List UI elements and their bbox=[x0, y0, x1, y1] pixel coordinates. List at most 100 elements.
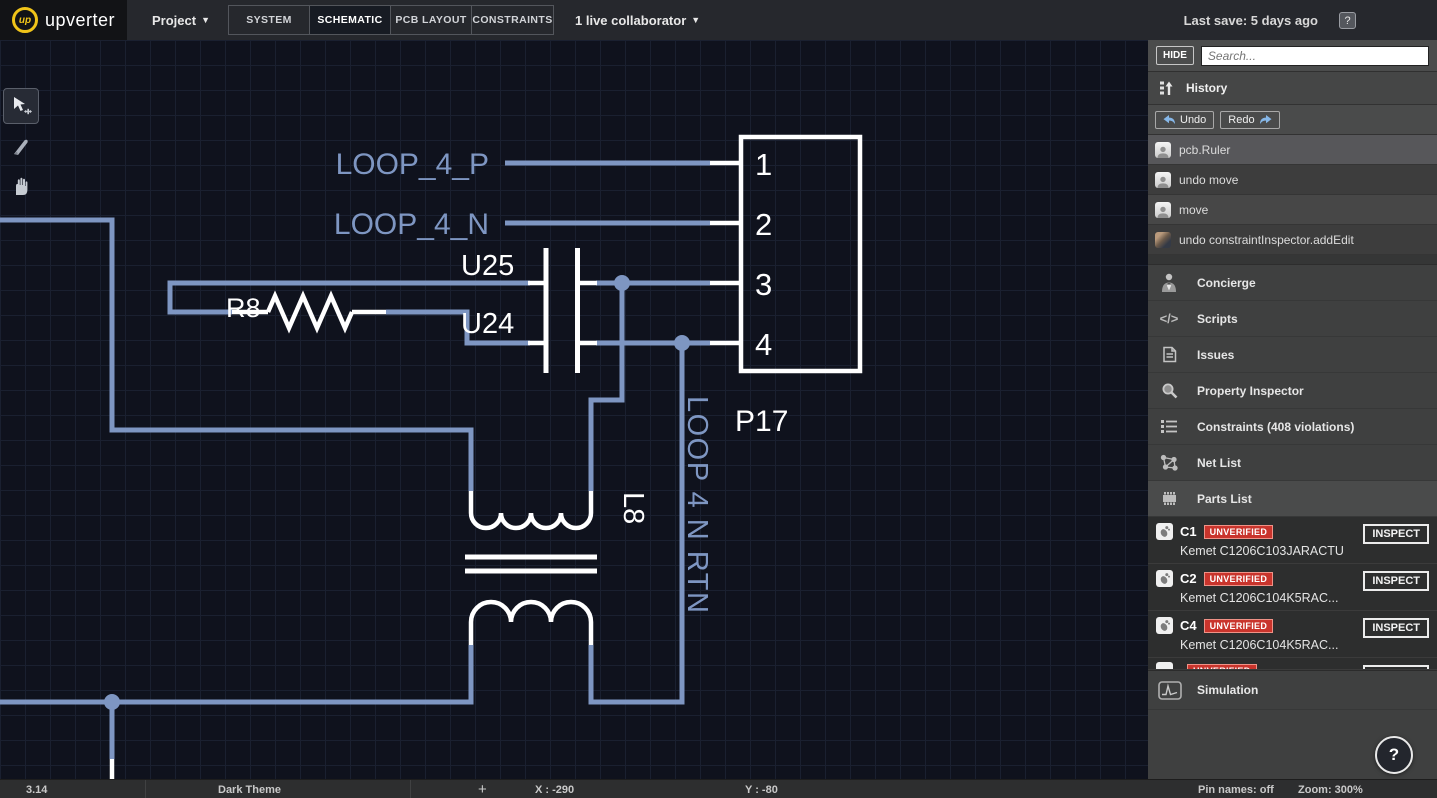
part-row-c2[interactable]: C2 UNVERIFIED INSPECT Kemet C1206C104K5R… bbox=[1148, 564, 1437, 611]
help-button[interactable]: ? bbox=[1339, 12, 1356, 29]
sidebar-item-label: Simulation bbox=[1197, 683, 1259, 697]
part-row-c4[interactable]: C4 UNVERIFIED INSPECT Kemet C1206C104K5R… bbox=[1148, 611, 1437, 658]
right-sidebar: HIDE History Undo Redo bbox=[1148, 40, 1437, 779]
select-move-tool[interactable] bbox=[3, 88, 39, 124]
sidebar-item-scripts[interactable]: </> Scripts bbox=[1148, 301, 1437, 337]
project-menu[interactable]: Project ▼ bbox=[152, 12, 210, 28]
sidebar-item-label: Property Inspector bbox=[1197, 383, 1304, 398]
tab-pcb-layout[interactable]: PCB LAYOUT bbox=[391, 6, 472, 34]
pin-number-2: 2 bbox=[755, 207, 772, 242]
knife-tool[interactable] bbox=[3, 128, 39, 164]
sidebar-item-issues[interactable]: Issues bbox=[1148, 337, 1437, 373]
concierge-icon bbox=[1158, 273, 1180, 293]
refdes-p17[interactable]: P17 bbox=[735, 405, 788, 438]
zoom-level-status: Zoom: 300% bbox=[1298, 783, 1363, 796]
undo-redo-row: Undo Redo bbox=[1148, 105, 1437, 135]
cursor-x-coordinate: X : -290 bbox=[535, 783, 575, 796]
inspect-button[interactable]: INSPECT bbox=[1363, 618, 1429, 638]
section-divider bbox=[1148, 255, 1437, 265]
part-name: Kemet C1206C103JARACTU bbox=[1180, 544, 1344, 558]
document-icon bbox=[1158, 346, 1180, 363]
resistor-r8-symbol[interactable] bbox=[232, 290, 386, 334]
user-photo-avatar bbox=[1155, 231, 1171, 248]
refdes-u25[interactable]: U25 bbox=[461, 250, 514, 282]
redo-button[interactable]: Redo bbox=[1220, 110, 1280, 129]
inspect-button[interactable]: INSPECT bbox=[1363, 524, 1429, 544]
redo-arrow-icon bbox=[1259, 114, 1272, 124]
live-collaborators-menu[interactable]: 1 live collaborator ▼ bbox=[575, 12, 701, 28]
crosshair-icon: + bbox=[478, 781, 487, 798]
upverter-logo-icon: up bbox=[12, 7, 38, 33]
history-section-header[interactable]: History bbox=[1148, 72, 1437, 105]
net-label-loop-4-n-rtn[interactable]: LOOP 4 N RTN bbox=[681, 396, 713, 614]
refdes-l8[interactable]: L8 bbox=[617, 492, 649, 524]
status-bar: 3.14 Dark Theme + X : -290 Y : -80 Pin n… bbox=[0, 779, 1437, 798]
sidebar-item-label: Concierge bbox=[1197, 275, 1256, 290]
editor-tabs: SYSTEM SCHEMATIC PCB LAYOUT CONSTRAINTS bbox=[228, 5, 554, 35]
undo-button[interactable]: Undo bbox=[1155, 110, 1215, 129]
pin-number-4: 4 bbox=[755, 327, 772, 362]
unverified-badge: UNVERIFIED bbox=[1203, 524, 1274, 539]
transformer-l8-symbol[interactable] bbox=[465, 491, 597, 645]
top-bar: up upverter Project ▼ SYSTEM SCHEMATIC P… bbox=[0, 0, 1437, 40]
hand-icon bbox=[16, 177, 28, 195]
hide-sidebar-button[interactable]: HIDE bbox=[1156, 46, 1194, 65]
upverter-logo[interactable]: up upverter bbox=[0, 0, 127, 40]
part-row-clipped[interactable]: UNVERIFIED INSPECT bbox=[1148, 658, 1437, 670]
last-save-status: Last save: 5 days ago bbox=[1183, 12, 1318, 28]
tab-system[interactable]: SYSTEM bbox=[229, 6, 310, 34]
sidebar-item-constraints[interactable]: Constraints (408 violations) bbox=[1148, 409, 1437, 445]
part-row-c1[interactable]: C1 UNVERIFIED INSPECT Kemet C1206C103JAR… bbox=[1148, 517, 1437, 564]
user-avatar-icon bbox=[1155, 201, 1171, 218]
sidebar-item-label: Parts List bbox=[1197, 491, 1252, 506]
sidebar-item-concierge[interactable]: Concierge bbox=[1148, 265, 1437, 301]
code-icon: </> bbox=[1159, 311, 1179, 326]
sidebar-item-parts-list[interactable]: Parts List bbox=[1148, 481, 1437, 517]
search-input[interactable] bbox=[1200, 45, 1429, 66]
floating-help-button[interactable]: ? bbox=[1375, 736, 1413, 774]
select-move-icon bbox=[14, 97, 32, 115]
history-item[interactable]: move bbox=[1148, 195, 1437, 225]
cursor-y-coordinate: Y : -80 bbox=[745, 783, 778, 796]
inspect-button[interactable]: INSPECT bbox=[1363, 665, 1429, 669]
sidebar-item-simulation[interactable]: Simulation bbox=[1148, 670, 1437, 710]
history-item-label: move bbox=[1179, 202, 1209, 217]
unverified-badge: UNVERIFIED bbox=[1203, 571, 1274, 586]
connector-pin-stubs[interactable] bbox=[710, 160, 740, 346]
net-wires[interactable] bbox=[0, 160, 710, 759]
net-label-loop-4-p[interactable]: LOOP_4_P bbox=[336, 148, 489, 181]
sidebar-item-net-list[interactable]: Net List bbox=[1148, 445, 1437, 481]
chip-icon bbox=[1158, 491, 1180, 506]
statusbar-divider bbox=[410, 780, 411, 798]
tab-constraints[interactable]: CONSTRAINTS bbox=[472, 14, 553, 26]
undo-arrow-icon bbox=[1163, 114, 1175, 124]
simulation-waveform-icon bbox=[1158, 680, 1182, 700]
history-item[interactable]: undo move bbox=[1148, 165, 1437, 195]
user-avatar-icon bbox=[1155, 171, 1171, 188]
inspect-button[interactable]: INSPECT bbox=[1363, 571, 1429, 591]
theme-toggle[interactable]: Dark Theme bbox=[218, 783, 281, 796]
refdes-u24[interactable]: U24 bbox=[461, 308, 514, 340]
footprint-icon bbox=[1156, 662, 1173, 669]
connector-p17-body[interactable] bbox=[738, 134, 863, 374]
history-item[interactable]: pcb.Ruler bbox=[1148, 135, 1437, 165]
chevron-down-icon: ▼ bbox=[201, 15, 210, 25]
sidebar-item-property-inspector[interactable]: Property Inspector bbox=[1148, 373, 1437, 409]
history-item[interactable]: undo constraintInspector.addEdit bbox=[1148, 225, 1437, 255]
part-refdes: C2 bbox=[1180, 571, 1197, 586]
net-label-loop-4-n[interactable]: LOOP_4_N bbox=[334, 208, 489, 241]
history-item-label: pcb.Ruler bbox=[1179, 142, 1231, 157]
capacitor-symbols[interactable] bbox=[528, 248, 597, 373]
pan-hand-tool[interactable] bbox=[3, 168, 39, 204]
sidebar-search-row: HIDE bbox=[1148, 40, 1437, 72]
user-avatar-icon bbox=[1155, 141, 1171, 158]
net-graph-icon bbox=[1158, 454, 1180, 471]
tab-schematic[interactable]: SCHEMATIC bbox=[310, 6, 391, 34]
refdes-r8[interactable]: R8 bbox=[226, 293, 261, 323]
sidebar-item-label: Net List bbox=[1197, 455, 1242, 470]
list-icon bbox=[1158, 419, 1180, 434]
knife-icon bbox=[14, 139, 28, 155]
part-refdes: C4 bbox=[1180, 618, 1197, 633]
part-name: Kemet C1206C104K5RAC... bbox=[1180, 638, 1339, 652]
